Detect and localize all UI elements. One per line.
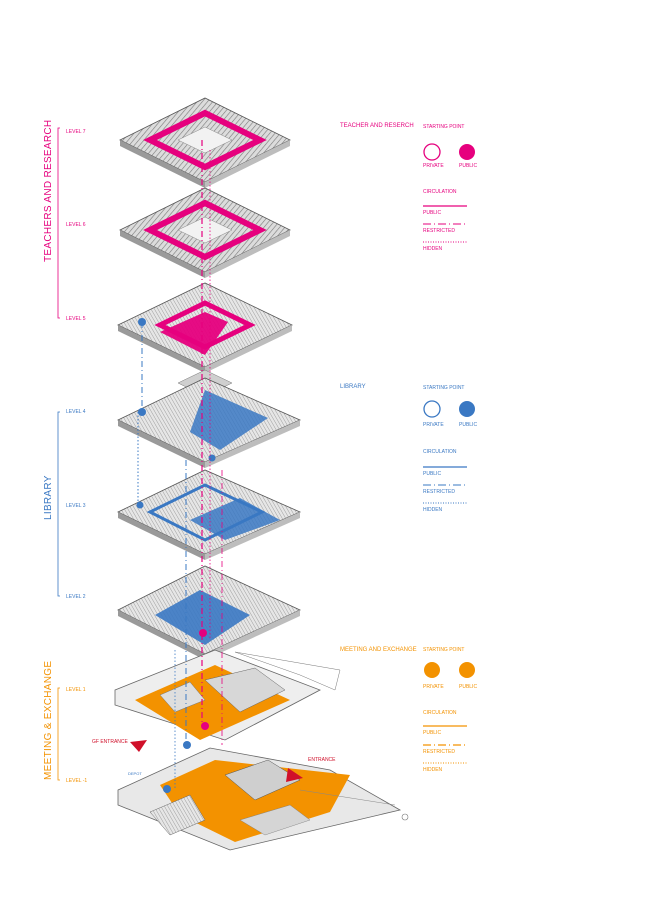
level-label-2: LEVEL 2: [66, 594, 86, 600]
level-label-5: LEVEL 5: [66, 316, 86, 322]
legend-meeting-circ-public: PUBLIC: [423, 730, 442, 736]
depot-label: DEPOT: [128, 771, 142, 776]
level-label-3: LEVEL 3: [66, 503, 86, 509]
legend-teacher-private: PRIVATE: [423, 163, 444, 169]
side-label-meeting: MEETING & EXCHANGE: [43, 660, 54, 780]
legend-teacher-circ-hidden: HIDDEN: [423, 246, 443, 252]
level-4-plate: [117, 377, 301, 468]
legend-library-circ-public: PUBLIC: [423, 471, 442, 477]
entrance-label: ENTRANCE: [308, 757, 336, 763]
legend-teacher-circulation: CIRCULATION: [423, 189, 457, 195]
legend-teacher-starting-point: STARTING POINT: [423, 124, 465, 130]
level-label-minus-1: LEVEL -1: [66, 778, 88, 784]
legend-meeting-graphics: [423, 662, 475, 764]
legend-library-public: PUBLIC: [459, 422, 478, 428]
legend-library-title: LIBRARY: [340, 384, 366, 390]
level-7-plate: [119, 97, 291, 188]
level-minus-1-plate: [117, 747, 409, 851]
legend-library-private: PRIVATE: [423, 422, 444, 428]
legend-library-starting-point: STARTING POINT: [423, 385, 465, 391]
legend-meeting-circ-restricted: RESTRICTED: [423, 749, 455, 755]
gf-entrance-label: GF ENTRANCE: [92, 739, 128, 745]
level-label-1: LEVEL 1: [66, 687, 86, 693]
legend-teacher-circ-restricted: RESTRICTED: [423, 228, 455, 234]
legend-teacher-title: TEACHER AND RESERCH: [340, 123, 414, 129]
gf-entrance-arrow: [130, 740, 147, 752]
level-6-plate: [119, 187, 291, 278]
entrance-arrow: [286, 768, 303, 782]
legend-library-circ-hidden: HIDDEN: [423, 507, 443, 513]
legend-meeting-public: PUBLIC: [459, 684, 478, 690]
level-label-6: LEVEL 6: [66, 222, 86, 228]
legend-teacher-circ-public: PUBLIC: [423, 210, 442, 216]
level-label-4: LEVEL 4: [66, 409, 86, 415]
legend-meeting-circ-hidden: HIDDEN: [423, 767, 443, 773]
legend-meeting-circulation: CIRCULATION: [423, 710, 457, 716]
legend-library-circulation: CIRCULATION: [423, 449, 457, 455]
level-2-plate: [117, 565, 301, 660]
legend-teacher-public: PUBLIC: [459, 163, 478, 169]
legend-teacher-graphics: [423, 143, 475, 243]
level-label-7: LEVEL 7: [66, 129, 86, 135]
level-3-plate: [117, 469, 301, 560]
legend-meeting-starting-point: STARTING POINT: [423, 647, 465, 653]
side-label-library: LIBRARY: [43, 475, 54, 520]
legend-meeting-private: PRIVATE: [423, 684, 444, 690]
legend-library-graphics: [423, 400, 475, 504]
legend-library-circ-restricted: RESTRICTED: [423, 489, 455, 495]
level-1-plate: [114, 649, 341, 749]
legend-meeting-title: MEETING AND EXCHANGE: [340, 647, 417, 653]
side-label-teachers: TEACHERS AND RESEARCH: [43, 119, 54, 262]
circulation-lines: [137, 140, 223, 790]
level-5-plate: [117, 282, 293, 373]
